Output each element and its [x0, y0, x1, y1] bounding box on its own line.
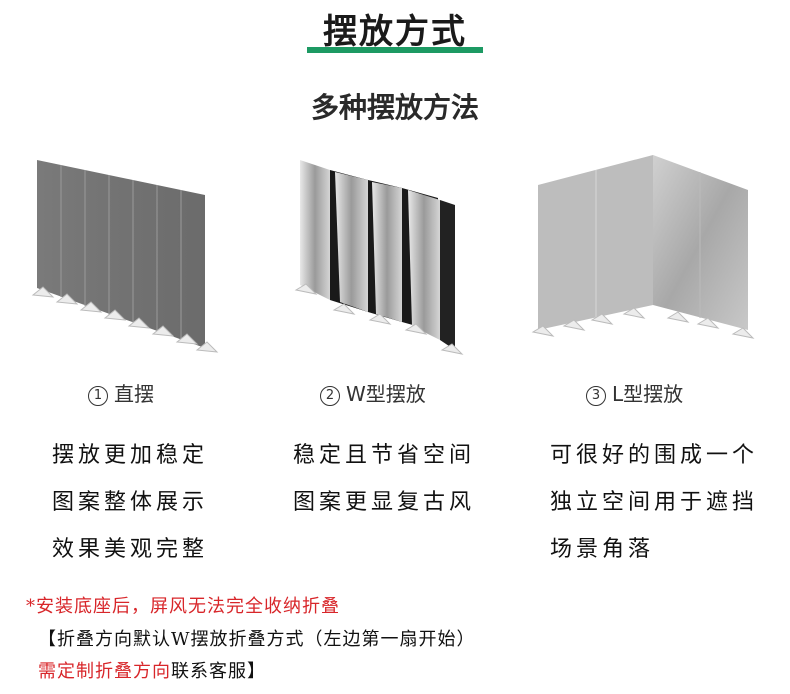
- description-line: 图案整体展示: [52, 490, 209, 515]
- fold-direction-note: 【折叠方向默认W摆放折叠方式（左边第一扇开始）: [38, 629, 476, 650]
- description-line: 摆放更加稳定: [52, 443, 209, 468]
- custom-fold-note: 需定制折叠方向联系客服】: [38, 657, 266, 683]
- caption-straight: 1 直摆: [88, 378, 154, 407]
- description-line: 场景角落: [550, 537, 655, 562]
- caption-number: 3: [586, 386, 606, 406]
- caption-number: 1: [88, 386, 108, 406]
- description-line: 稳定且节省空间: [293, 443, 476, 468]
- l-screen-illustration: [531, 155, 755, 339]
- title-underline: [307, 47, 483, 53]
- straight-screen-illustration: [31, 160, 219, 353]
- description-l-shape: 可很好的围成一个 独立空间用于遮挡 场景角落: [550, 432, 758, 573]
- caption-number: 2: [320, 386, 340, 406]
- w-screen-illustration: [294, 160, 464, 355]
- caption-label: W型摆放: [346, 382, 426, 406]
- description-straight: 摆放更加稳定 图案整体展示 效果美观完整: [52, 432, 208, 573]
- caption-label: 直摆: [114, 382, 154, 406]
- description-w-shape: 稳定且节省空间 图案更显复古风: [293, 432, 475, 526]
- description-line: 图案更显复古风: [293, 490, 476, 515]
- install-warning: *安装底座后，屏风无法完全收纳折叠: [26, 596, 340, 617]
- contact-service-text: 联系客服】: [171, 661, 266, 682]
- caption-w-shape: 2 W型摆放: [320, 378, 426, 407]
- description-line: 效果美观完整: [52, 537, 209, 562]
- custom-fold-text: 需定制折叠方向: [38, 661, 171, 682]
- description-line: 独立空间用于遮挡: [550, 490, 759, 515]
- description-line: 可很好的围成一个: [550, 443, 759, 468]
- page-title: 摆放方式: [323, 12, 467, 52]
- caption-l-shape: 3 L型摆放: [586, 378, 683, 407]
- caption-label: L型摆放: [612, 382, 684, 406]
- section-subtitle: 多种摆放方法: [310, 91, 479, 124]
